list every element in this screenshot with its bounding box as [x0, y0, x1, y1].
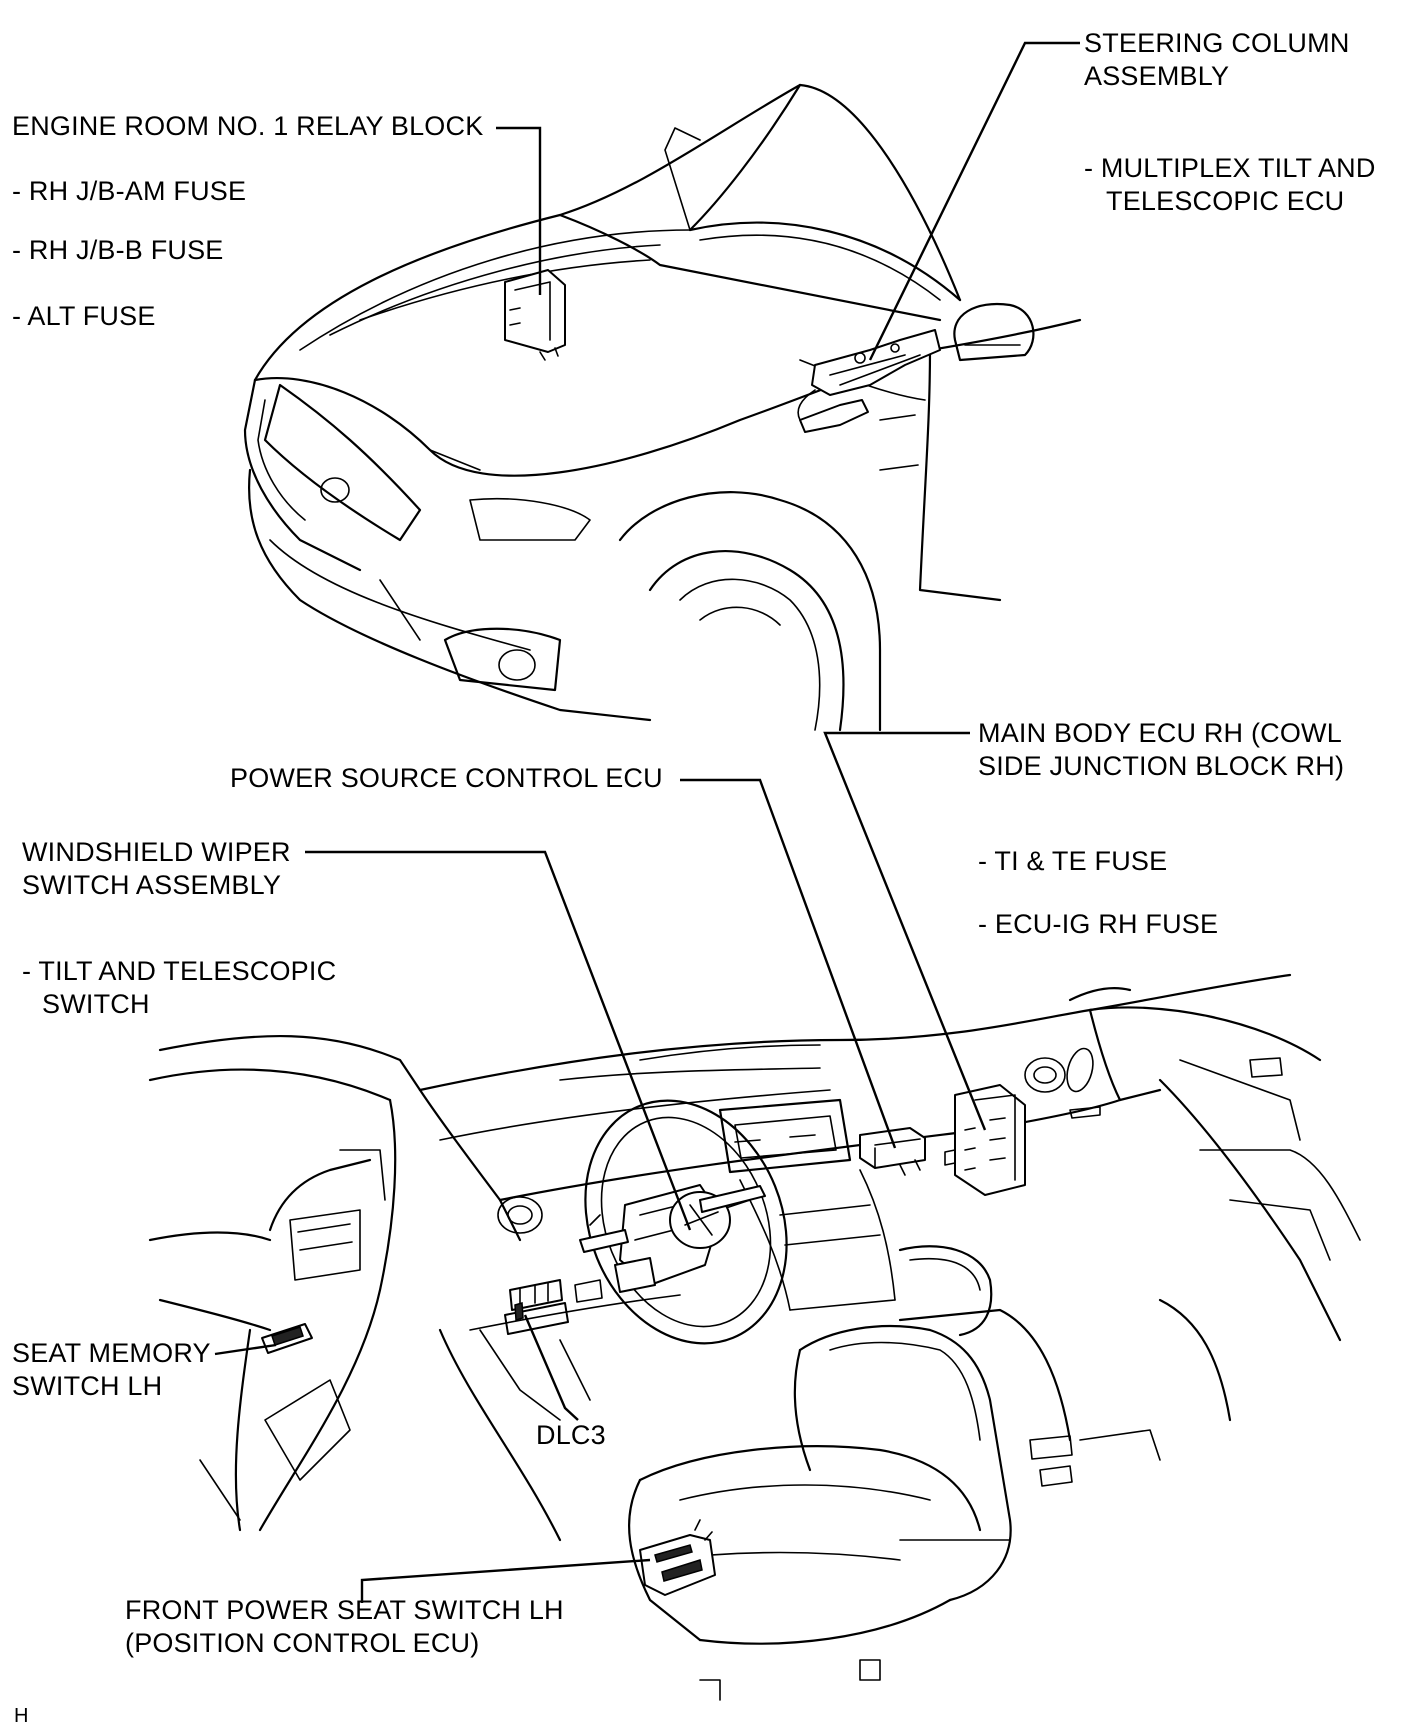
power-source-control-ecu-part	[859, 1127, 926, 1176]
wiper-switch-line1: WINDSHIELD WIPER	[22, 837, 291, 867]
seat-memory-switch-line2: SWITCH LH	[12, 1371, 163, 1401]
steering-column-label: STEERING COLUMN ASSEMBLY	[1084, 27, 1350, 93]
steering-column-item-line2: TELESCOPIC ECU	[1106, 186, 1345, 216]
wiper-switch-item: - TILT AND TELESCOPIC SWITCH	[22, 955, 336, 1021]
engine-relay-fuse-1: - RH J/B-AM FUSE	[12, 176, 247, 206]
wiper-switch-item-line2: SWITCH	[42, 989, 150, 1019]
steering-column-line1: STEERING COLUMN	[1084, 28, 1350, 58]
front-power-seat-switch-label: FRONT POWER SEAT SWITCH LH (POSITION CON…	[125, 1594, 564, 1660]
corner-code: H	[14, 1705, 29, 1727]
front-power-seat-switch-line1: FRONT POWER SEAT SWITCH LH	[125, 1595, 564, 1625]
main-body-ecu-fuse-2: - ECU-IG RH FUSE	[978, 909, 1219, 939]
vehicle-interior-illustration	[148, 973, 1361, 1701]
power-source-control-ecu-label: POWER SOURCE CONTROL ECU	[230, 763, 663, 793]
seat-memory-switch-line1: SEAT MEMORY	[12, 1338, 211, 1368]
front-power-seat-switch-part	[639, 1519, 716, 1596]
main-body-ecu-line2: SIDE JUNCTION BLOCK RH)	[978, 751, 1345, 781]
steering-wheel	[579, 1099, 788, 1345]
front-power-seat-switch-line2: (POSITION CONTROL ECU)	[125, 1628, 480, 1658]
leader-lines	[214, 41, 1080, 1603]
steering-column-part	[797, 329, 941, 433]
main-body-ecu-part	[944, 1084, 1026, 1196]
engine-relay-block-part	[504, 269, 566, 353]
wiper-switch-line2: SWITCH ASSEMBLY	[22, 870, 282, 900]
wiper-switch-label: WINDSHIELD WIPER SWITCH ASSEMBLY	[22, 836, 291, 902]
main-body-ecu-fuse-1: - TI & TE FUSE	[978, 846, 1168, 876]
seat-memory-switch-label: SEAT MEMORY SWITCH LH	[12, 1337, 211, 1403]
steering-column-item: - MULTIPLEX TILT AND TELESCOPIC ECU	[1084, 152, 1376, 218]
engine-relay-fuse-2: - RH J/B-B FUSE	[12, 235, 224, 265]
engine-relay-block-title: ENGINE ROOM NO. 1 RELAY BLOCK	[12, 111, 484, 141]
wiper-switch-item-line1: - TILT AND TELESCOPIC	[22, 956, 337, 986]
steering-column-item-line1: - MULTIPLEX TILT AND	[1084, 153, 1376, 183]
engine-relay-block-label: ENGINE ROOM NO. 1 RELAY BLOCK	[12, 110, 483, 143]
engine-relay-fuse-3: - ALT FUSE	[12, 301, 156, 331]
steering-column-line2: ASSEMBLY	[1084, 61, 1230, 91]
driver-seat	[628, 1245, 1012, 1701]
main-body-ecu-line1: MAIN BODY ECU RH (COWL	[978, 718, 1342, 748]
vehicle-front-illustration	[243, 83, 1082, 732]
main-body-ecu-label: MAIN BODY ECU RH (COWL SIDE JUNCTION BLO…	[978, 717, 1344, 783]
dlc3-label: DLC3	[536, 1420, 606, 1450]
